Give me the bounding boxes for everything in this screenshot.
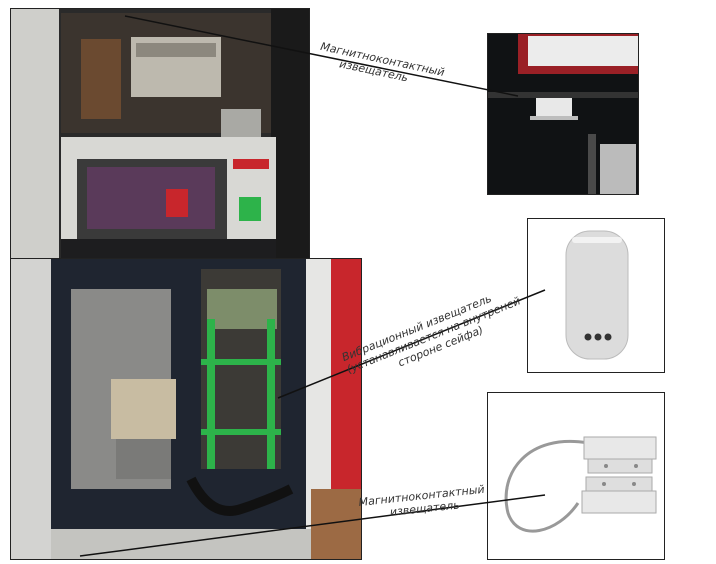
atm-top-illustration bbox=[11, 9, 309, 261]
atm-safe-illustration bbox=[11, 259, 361, 559]
vibration-sensor-label-line2: (устанавливается на внутреней bbox=[344, 294, 523, 377]
door-sensor-illustration bbox=[488, 34, 638, 194]
atm-safe-photo bbox=[10, 258, 362, 560]
magnetic-sensor-photo bbox=[487, 392, 665, 560]
top-sensor-label: Магнитноконтактный извещатель bbox=[317, 40, 445, 92]
door-sensor-photo bbox=[487, 33, 639, 195]
vibration-sensor-illustration bbox=[565, 230, 629, 360]
vibration-sensor-photo bbox=[527, 218, 665, 373]
magnetic-sensor-illustration bbox=[504, 436, 657, 533]
vibration-sensor-label: Вибрационный извещатель (устанавливается… bbox=[340, 282, 527, 388]
bottom-sensor-label: Магнитноконтактный извещатель bbox=[358, 483, 487, 522]
atm-top-photo bbox=[10, 8, 310, 262]
